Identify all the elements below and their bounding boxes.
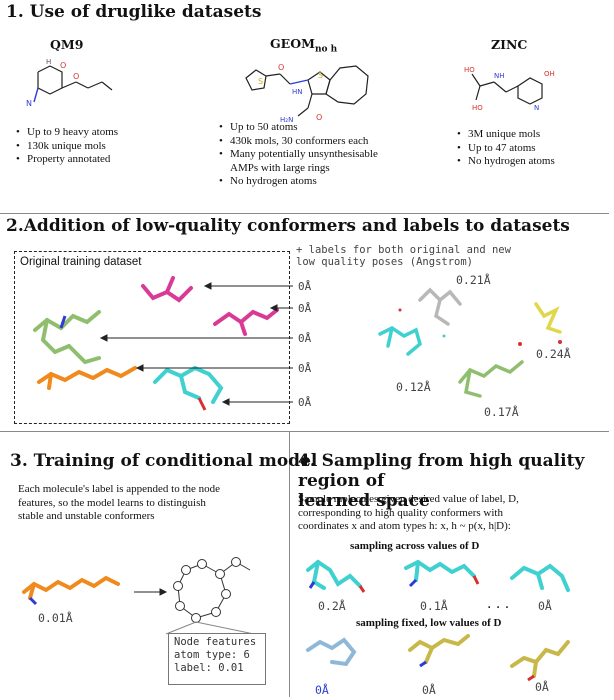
svg-text:O: O — [316, 113, 322, 122]
svg-text:O: O — [278, 63, 284, 72]
fixed-value: 0Å — [315, 683, 329, 697]
divider-vertical — [289, 432, 290, 697]
geom-feature: No hydrogen atoms — [219, 175, 378, 189]
geom-feature: Up to 50 atoms — [219, 121, 378, 135]
across-values-label: sampling across values of D — [350, 540, 480, 552]
sampled-molecules — [306, 559, 570, 682]
svg-text:S: S — [258, 77, 263, 86]
qm9-molecule: N O O H — [26, 58, 113, 108]
low-quality-conformers — [378, 287, 562, 398]
node-features-box: Node features atom type: 6 label: 0.01 — [168, 633, 266, 685]
svg-text:OH: OH — [544, 70, 555, 78]
geom-molecule: S S O O HN H₂N — [245, 63, 369, 124]
original-label: 0Å — [298, 332, 312, 345]
zinc-feature: 3M unique mols — [457, 128, 555, 142]
section4-description: Sample molecules given desired value of … — [298, 493, 519, 534]
section2-title: 2.Addition of low-quality conformers and… — [6, 216, 570, 236]
node-features-atom-type: atom type: 6 — [174, 649, 250, 661]
geom-feature: Many potentially unsynthesisable — [219, 148, 378, 162]
original-label: 0Å — [298, 362, 312, 375]
zinc-title: ZINC — [491, 37, 528, 52]
new-label: 0.21Å — [456, 273, 491, 287]
original-dataset-label: Original training dataset — [20, 256, 142, 268]
geom-feature: 430k mols, 30 conformers each — [219, 135, 378, 149]
fixed-value: 0Å — [535, 680, 549, 694]
labels-note: + labels for both original and new low q… — [296, 244, 511, 268]
section4-desc-line: Sample molecules given desired value of … — [298, 493, 519, 505]
section4-title-line: 4. Sampling from high quality region of — [298, 451, 585, 491]
section4-desc-line: corresponding to high quality conformers… — [298, 506, 503, 519]
zinc-feature: No hydrogen atoms — [457, 155, 555, 169]
geom-features: Up to 50 atoms 430k mols, 30 conformers … — [218, 121, 378, 189]
qm9-feature: Up to 9 heavy atoms — [16, 126, 118, 140]
qm9-feature: 130k unique mols — [16, 140, 118, 154]
qm9-feature: Property annotated — [16, 153, 118, 167]
svg-text:HO: HO — [472, 104, 483, 112]
section3-desc-line: stable and unstable conformers — [18, 510, 155, 522]
zinc-features: 3M unique mols Up to 47 atoms No hydroge… — [456, 128, 555, 169]
zinc-feature: Up to 47 atoms — [457, 142, 555, 156]
geom-feature: AMPs with large rings — [230, 161, 330, 174]
original-label: 0Å — [298, 280, 312, 293]
svg-text:HN: HN — [292, 88, 303, 96]
new-label: 0.24Å — [536, 347, 571, 361]
new-label: 0.17Å — [484, 405, 519, 419]
fixed-values-label: sampling fixed, low values of D — [356, 617, 502, 629]
qm9-features: Up to 9 heavy atoms 130k unique mols Pro… — [15, 126, 118, 167]
section3-desc-line: Each molecule's label is appended to the… — [18, 483, 221, 495]
ellipsis: . . . — [487, 596, 510, 612]
zinc-molecule: HO HO OH NH N — [464, 66, 555, 112]
across-value: 0Å — [538, 599, 552, 613]
across-value: 0.2Å — [318, 599, 346, 613]
svg-text:N: N — [534, 104, 539, 112]
section4-desc-line: coordinates x and atom types h: x, h ~ p… — [298, 520, 511, 532]
new-label: 0.12Å — [396, 380, 431, 394]
section3-title: 3. Training of conditional model — [10, 451, 318, 471]
divider-1 — [0, 213, 609, 214]
section4-title: 4. Sampling from high quality region of … — [298, 451, 614, 511]
training-diagram — [22, 557, 255, 635]
labels-note-line: low quality poses (Angstrom) — [296, 256, 474, 268]
svg-text:H: H — [46, 58, 51, 66]
svg-text:S: S — [318, 71, 323, 80]
svg-text:O: O — [60, 61, 66, 70]
original-molecules — [33, 276, 293, 411]
section3-description: Each molecule's label is appended to the… — [18, 483, 220, 524]
svg-text:NH: NH — [494, 72, 505, 80]
svg-text:N: N — [26, 99, 32, 108]
section1-title: 1. Use of druglike datasets — [6, 2, 262, 22]
qm9-title: QM9 — [50, 37, 84, 52]
original-label: 0Å — [298, 302, 312, 315]
section4-title-line: learned space — [298, 491, 430, 511]
across-value: 0.1Å — [420, 599, 448, 613]
original-label: 0Å — [298, 396, 312, 409]
geom-title: GEOMno h — [270, 36, 338, 55]
divider-2 — [0, 431, 609, 432]
training-mol-label: 0.01Å — [38, 611, 73, 625]
section3-desc-line: features, so the model learns to disting… — [18, 496, 206, 509]
svg-text:H₂N: H₂N — [280, 116, 293, 124]
labels-note-line: + labels for both original and new — [296, 244, 511, 256]
svg-text:O: O — [73, 72, 79, 81]
fixed-value: 0Å — [422, 683, 436, 697]
node-features-label: label: 0.01 — [174, 662, 244, 674]
node-features-title: Node features — [174, 636, 257, 648]
svg-text:HO: HO — [464, 66, 475, 74]
